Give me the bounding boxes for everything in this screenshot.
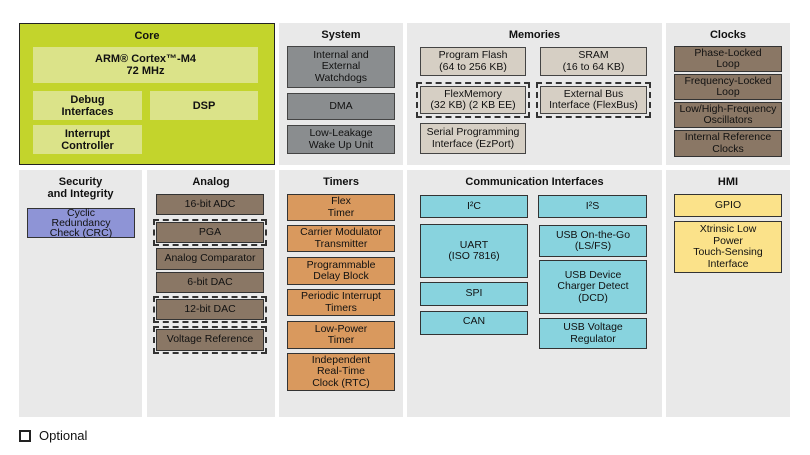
block-dma: DMA [287, 93, 395, 120]
block-i2s: I²S [538, 195, 647, 218]
block-voltage-reference: Voltage Reference [156, 329, 264, 351]
block-6bit-dac: 6-bit DAC [156, 272, 264, 293]
block-gpio: GPIO [674, 194, 782, 217]
optional-border-flexbus [536, 82, 651, 118]
block-interrupt-controller: Interrupt Controller [33, 125, 142, 154]
block-debug-interfaces: Debug Interfaces [33, 91, 142, 120]
block-watchdogs: Internal and External Watchdogs [287, 46, 395, 88]
memories-panel: Memories Program Flash (64 to 256 KB) SR… [407, 23, 662, 165]
security-panel: Security and Integrity Cyclic Redundancy… [19, 170, 142, 417]
block-16bit-adc: 16-bit ADC [156, 194, 264, 215]
timers-panel: Timers Flex Timer Carrier Modulator Tran… [279, 170, 403, 417]
block-internal-reference-clocks: Internal Reference Clocks [674, 130, 782, 157]
block-ezport: Serial Programming Interface (EzPort) [420, 123, 526, 154]
block-flex-timer: Flex Timer [287, 194, 395, 221]
system-panel: System Internal and External Watchdogs D… [279, 23, 403, 165]
block-carrier-modulator: Carrier Modulator Transmitter [287, 225, 395, 252]
optional-border-flexmemory [416, 82, 530, 118]
analog-panel: Analog 16-bit ADC PGA Analog Comparator … [147, 170, 275, 417]
block-periodic-interrupt-timers: Periodic Interrupt Timers [287, 289, 395, 316]
block-oscillators: Low/High-Frequency Oscillators [674, 102, 782, 128]
optional-border-12bit-dac [153, 296, 267, 323]
communication-title: Communication Interfaces [465, 176, 604, 188]
timers-title: Timers [323, 176, 359, 188]
block-12bit-dac: 12-bit DAC [156, 299, 264, 320]
core-title: Core [134, 30, 160, 42]
block-crc: Cyclic Redundancy Check (CRC) [27, 208, 135, 238]
optional-border-pga [153, 219, 267, 246]
block-low-leakage-wakeup: Low-Leakage Wake Up Unit [287, 125, 395, 154]
block-uart: UART (ISO 7816) [420, 224, 528, 278]
block-usb-otg: USB On-the-Go (LS/FS) [539, 225, 647, 257]
block-sram: SRAM (16 to 64 KB) [540, 47, 647, 76]
communication-panel: Communication Interfaces I²C I²S UART (I… [407, 170, 662, 417]
block-analog-comparator: Analog Comparator [156, 248, 264, 270]
system-title: System [321, 29, 361, 41]
block-dsp: DSP [150, 91, 258, 120]
clocks-panel: Clocks Phase-Locked Loop Frequency-Locke… [666, 23, 790, 165]
optional-border-voltage-reference [153, 326, 267, 354]
memories-title: Memories [508, 29, 561, 41]
block-touch-sensing: Xtrinsic Low Power Touch-Sensing Interfa… [674, 221, 782, 273]
block-spi: SPI [420, 282, 528, 306]
block-fll: Frequency-Locked Loop [674, 74, 782, 100]
block-pga: PGA [156, 222, 264, 243]
block-program-flash: Program Flash (64 to 256 KB) [420, 47, 526, 76]
block-low-power-timer: Low-Power Timer [287, 321, 395, 349]
block-flexmemory: FlexMemory (32 KB) (2 KB EE) [420, 86, 526, 114]
legend-optional-label: Optional [39, 428, 88, 443]
block-i2c: I²C [420, 195, 528, 218]
block-pll: Phase-Locked Loop [674, 46, 782, 72]
block-usb-dcd: USB Device Charger Detect (DCD) [539, 260, 647, 314]
security-title: Security and Integrity [47, 176, 114, 200]
hmi-panel: HMI GPIO Xtrinsic Low Power Touch-Sensin… [666, 170, 790, 417]
core-panel: Core ARM® Cortex™-M4 72 MHz Debug Interf… [19, 23, 275, 165]
clocks-title: Clocks [709, 29, 747, 41]
hmi-title: HMI [717, 176, 739, 188]
block-programmable-delay: Programmable Delay Block [287, 257, 395, 285]
legend: Optional [19, 428, 87, 443]
dashed-box-icon [19, 429, 31, 442]
block-external-bus-interface: External Bus Interface (FlexBus) [540, 86, 647, 114]
block-usb-voltage-regulator: USB Voltage Regulator [539, 318, 647, 349]
block-arm-cortex-m4: ARM® Cortex™-M4 72 MHz [33, 47, 258, 83]
analog-title: Analog [192, 176, 230, 188]
block-can: CAN [420, 311, 528, 335]
block-rtc: Independent Real-Time Clock (RTC) [287, 353, 395, 391]
